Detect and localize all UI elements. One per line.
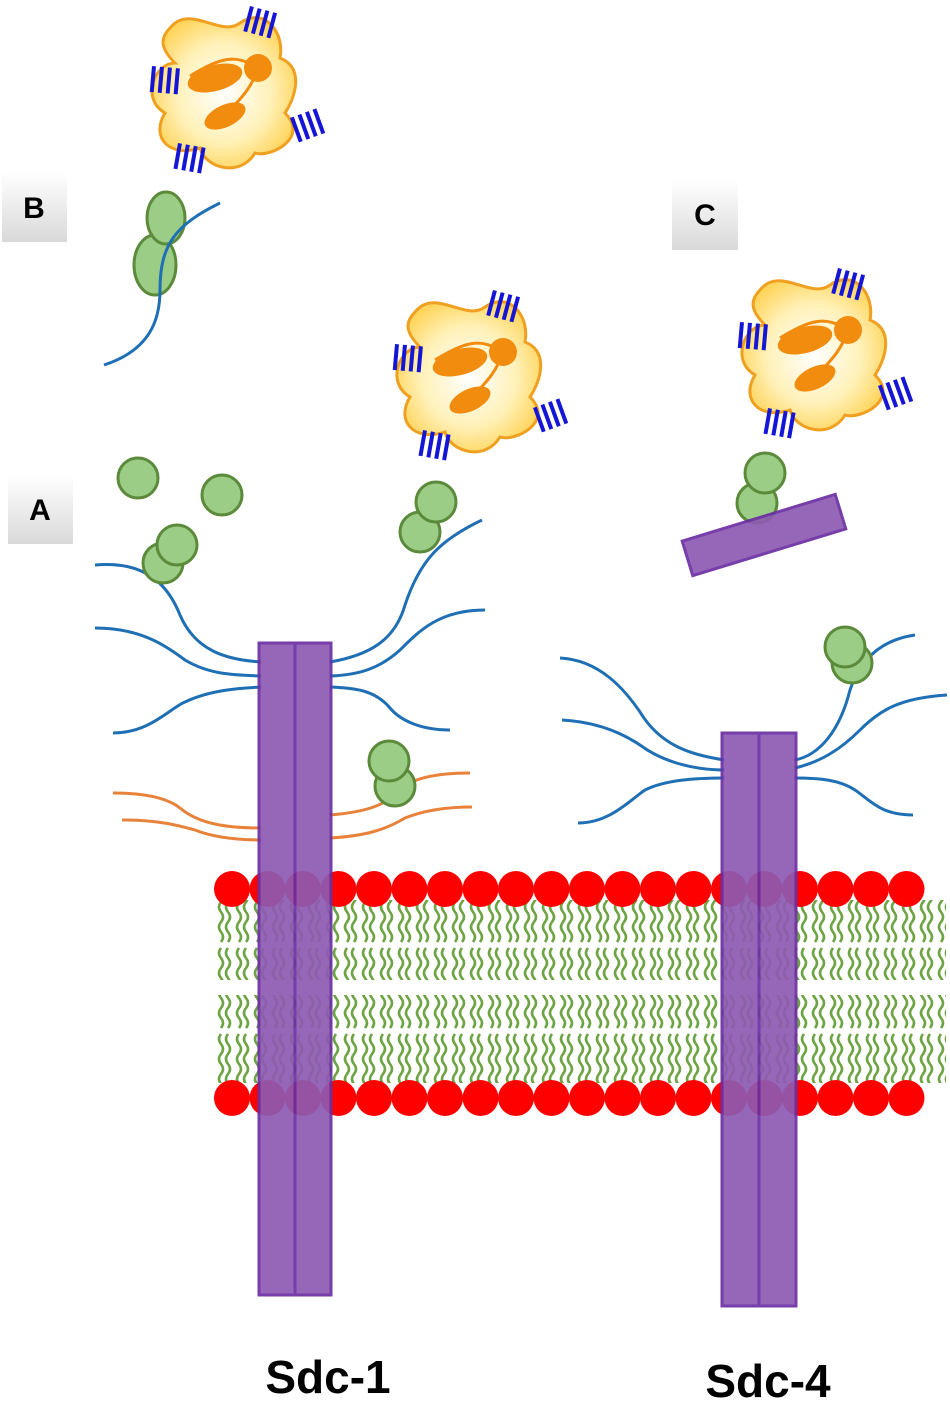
- lipid-head: [817, 871, 854, 907]
- ligand-dimer: [398, 480, 458, 554]
- lipid-head: [853, 871, 889, 907]
- lipid-head: [498, 871, 534, 907]
- receptor: [533, 398, 569, 433]
- sdc4-core-protein: [720, 731, 798, 1308]
- lipid-head: [391, 1080, 428, 1116]
- lipid-tails-outer: [214, 900, 946, 980]
- ligand-dimer: [823, 625, 874, 685]
- lipid-head: [604, 871, 641, 907]
- panel-label-c: C: [672, 180, 738, 250]
- leukocyte-panel-a: [392, 290, 569, 461]
- lipid-head: [498, 1080, 534, 1116]
- lipid-head: [640, 1080, 676, 1116]
- sdc4-heparan-sulfate-chains: [559, 633, 948, 825]
- lipid-head: [569, 871, 605, 907]
- lipid-head: [817, 1080, 854, 1116]
- lipid-head: [214, 1080, 250, 1116]
- lipid-head: [356, 1080, 392, 1116]
- lipid-head: [853, 1080, 889, 1116]
- lipid-head: [888, 871, 925, 907]
- shed-heparan-sulfate-chain: [103, 201, 221, 367]
- lipid-heads-outer: [214, 871, 925, 907]
- lipid-head: [462, 871, 499, 907]
- leukocyte-panel-b: [149, 6, 326, 174]
- svg-text:B: B: [23, 192, 45, 225]
- ligand-dimer: [367, 739, 417, 808]
- lipid-head: [391, 871, 428, 907]
- lipid-head: [533, 871, 570, 907]
- lipid-head: [675, 1080, 712, 1116]
- shed-ectodomain: [680, 492, 848, 578]
- lipid-head: [427, 871, 463, 907]
- caption-sdc4: Sdc-4: [705, 1355, 831, 1403]
- leukocyte-panel-c: [737, 268, 914, 439]
- free-ligand: [116, 456, 160, 500]
- lipid-head: [462, 1080, 499, 1116]
- lipid-head: [356, 871, 392, 907]
- lipid-head: [427, 1080, 463, 1116]
- sdc1-heparan-sulfate-chains: [94, 518, 486, 735]
- lipid-head: [640, 871, 676, 907]
- lipid-head: [888, 1080, 925, 1116]
- receptor: [878, 376, 914, 411]
- lipid-head: [604, 1080, 641, 1116]
- panel-label-b: B: [2, 172, 67, 242]
- panel-label-a: A: [8, 474, 73, 544]
- svg-text:A: A: [29, 494, 51, 527]
- svg-text:C: C: [694, 199, 716, 232]
- receptor: [290, 108, 326, 143]
- lipid-head: [569, 1080, 605, 1116]
- caption-sdc1: Sdc-1: [265, 1351, 390, 1403]
- ligand-dimer: [141, 523, 199, 585]
- lipid-head: [675, 871, 712, 907]
- lipid-head: [214, 871, 250, 907]
- lipid-tails-inner: [214, 995, 946, 1083]
- sdc1-core-protein: [257, 641, 333, 1297]
- lipid-bilayer: [214, 871, 946, 1116]
- lipid-head: [533, 1080, 570, 1116]
- free-ligand: [200, 473, 244, 517]
- ligands: [116, 190, 874, 808]
